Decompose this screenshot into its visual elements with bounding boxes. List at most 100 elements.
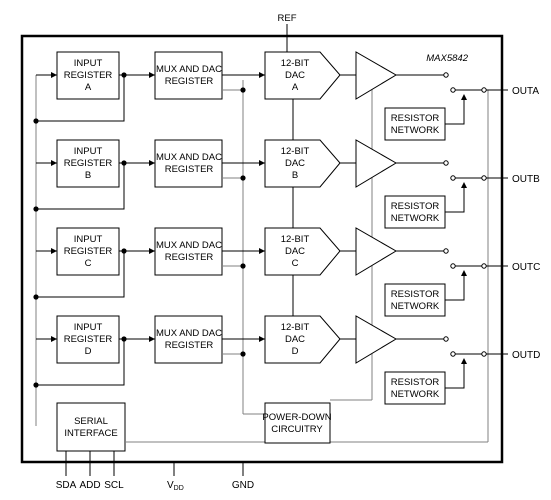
ch3-amplifier — [355, 315, 397, 364]
serial-interface-label-1: SERIAL — [74, 416, 108, 427]
ch0-mux-label-1: MUX AND DAC — [156, 64, 222, 75]
ch1-loop-dot-top — [121, 160, 127, 166]
ch1-dac-arrow — [259, 160, 265, 166]
ch2-dac-label-1: 12-BIT — [281, 234, 310, 245]
serial-interface-label-2: INTERFACE — [64, 428, 117, 439]
ch1-dac-label-2: DAC — [285, 158, 305, 169]
ch0-dac-label-3: A — [292, 82, 299, 93]
add-pin-label: ADD — [79, 480, 100, 491]
ch0-amplifier — [355, 51, 397, 100]
ch3-input-register-label-2: REGISTER — [64, 334, 113, 345]
ch0-switch-blade — [461, 94, 467, 100]
ch0-mux-label-2: REGISTER — [165, 76, 214, 87]
ch1-dac-block — [264, 139, 341, 188]
ch3-loop-dot-top — [121, 336, 127, 342]
ch3-dac-block — [264, 315, 341, 364]
chip-outline — [20, 34, 504, 464]
ch3-input-register-block — [56, 315, 120, 364]
ch3-input-register-label-1: INPUT — [74, 322, 103, 333]
ch0-out-contact — [481, 87, 487, 93]
ch2-resistor-label-1: RESISTOR — [391, 289, 440, 300]
ch1-input-register-label-2: REGISTER — [64, 158, 113, 169]
ch0-dac-arrow — [259, 72, 265, 78]
ch1-resistor-to-switch — [445, 195, 465, 213]
ch0-dac-label-2: DAC — [285, 70, 305, 81]
ch3-output-pin-label: OUTD — [512, 350, 540, 361]
ch3-latch-dot — [240, 351, 246, 357]
ch1-out-contact — [481, 175, 487, 181]
ch0-amp-out-contact — [443, 72, 449, 78]
ch0-resistor-to-switch — [445, 107, 465, 125]
ch2-output-pin-label: OUTC — [512, 262, 540, 273]
ch1-amp-out-contact — [443, 160, 449, 166]
ch1-resistor-label-2: NETWORK — [391, 213, 440, 224]
ch3-resistor-to-switch — [445, 371, 465, 389]
ch2-out-contact — [481, 263, 487, 269]
ch2-input-register-label-1: INPUT — [74, 234, 103, 245]
ch3-resistor-label-2: NETWORK — [391, 389, 440, 400]
ch2-amp-out-contact — [443, 248, 449, 254]
ch0-input-register-block — [56, 51, 120, 100]
ch3-loop-line — [36, 339, 125, 386]
scl-pin-label: SCL — [104, 480, 124, 491]
ch0-input-register-label-1: INPUT — [74, 58, 103, 69]
power-down-block — [264, 402, 331, 444]
ch1-mux-label-1: MUX AND DAC — [156, 152, 222, 163]
ch2-dac-block — [264, 227, 341, 276]
ch2-switch-blade — [461, 270, 467, 276]
ch3-dac-label-3: D — [292, 346, 299, 357]
ch0-output-pin-label: OUTA — [512, 86, 539, 97]
vdd-pin-label: VDD — [167, 480, 184, 492]
ch1-latch-dot — [240, 175, 246, 181]
ch1-bus-dot — [33, 206, 39, 212]
ch3-switch-contact — [450, 351, 456, 357]
ch1-input-register-label-1: INPUT — [74, 146, 103, 157]
sda-pin-label: SDA — [56, 480, 77, 491]
ch0-bus-dot — [33, 118, 39, 124]
ch3-amp-out-contact — [443, 336, 449, 342]
ch3-bus-dot — [33, 382, 39, 388]
ch2-loop-line — [36, 251, 125, 298]
ch3-dac-label-1: 12-BIT — [281, 322, 310, 333]
ch2-bus-arrow — [51, 248, 57, 254]
ch1-resistor-label-1: RESISTOR — [391, 201, 440, 212]
ch2-mux-label-2: REGISTER — [165, 252, 214, 263]
ch0-latch-dot — [240, 87, 246, 93]
ch3-mux-label-1: MUX AND DAC — [156, 328, 222, 339]
ch0-resistor-label-1: RESISTOR — [391, 113, 440, 124]
ch0-resistor-label-2: NETWORK — [391, 125, 440, 136]
ch2-mux-arrow — [149, 248, 155, 254]
ch2-input-register-label-2: REGISTER — [64, 246, 113, 257]
ch0-bus-arrow — [51, 72, 57, 78]
ch0-resistor-network-block — [384, 107, 446, 141]
ch2-switch-contact — [450, 263, 456, 269]
ch2-loop-dot-top — [121, 248, 127, 254]
ch1-loop-line — [36, 163, 125, 210]
ch3-switch-blade — [461, 358, 467, 364]
ch1-dac-label-3: B — [292, 170, 298, 181]
ch1-switch-blade — [461, 182, 467, 188]
ch3-input-register-label-3: D — [85, 346, 92, 357]
ch2-latch-dot — [240, 263, 246, 269]
ch0-switch-contact — [450, 87, 456, 93]
ch3-bus-arrow — [51, 336, 57, 342]
ch3-mux-arrow — [149, 336, 155, 342]
part-number: MAX5842 — [426, 53, 468, 64]
ch0-loop-line — [36, 75, 125, 122]
ch3-dac-arrow — [259, 336, 265, 342]
ch1-switch-contact — [450, 175, 456, 181]
ch3-resistor-label-1: RESISTOR — [391, 377, 440, 388]
ch2-dac-arrow — [259, 248, 265, 254]
ch2-amplifier — [355, 227, 397, 276]
ch0-loop-dot-top — [121, 72, 127, 78]
ch2-resistor-to-switch — [445, 283, 465, 301]
ch1-bus-arrow — [51, 160, 57, 166]
ch0-input-register-label-3: A — [85, 82, 92, 93]
ch1-output-pin-label: OUTB — [512, 174, 540, 185]
ch2-bus-dot — [33, 294, 39, 300]
ch3-resistor-network-block — [384, 371, 446, 405]
vdd-sub: DD — [174, 485, 184, 492]
vdd-main: V — [167, 480, 174, 491]
